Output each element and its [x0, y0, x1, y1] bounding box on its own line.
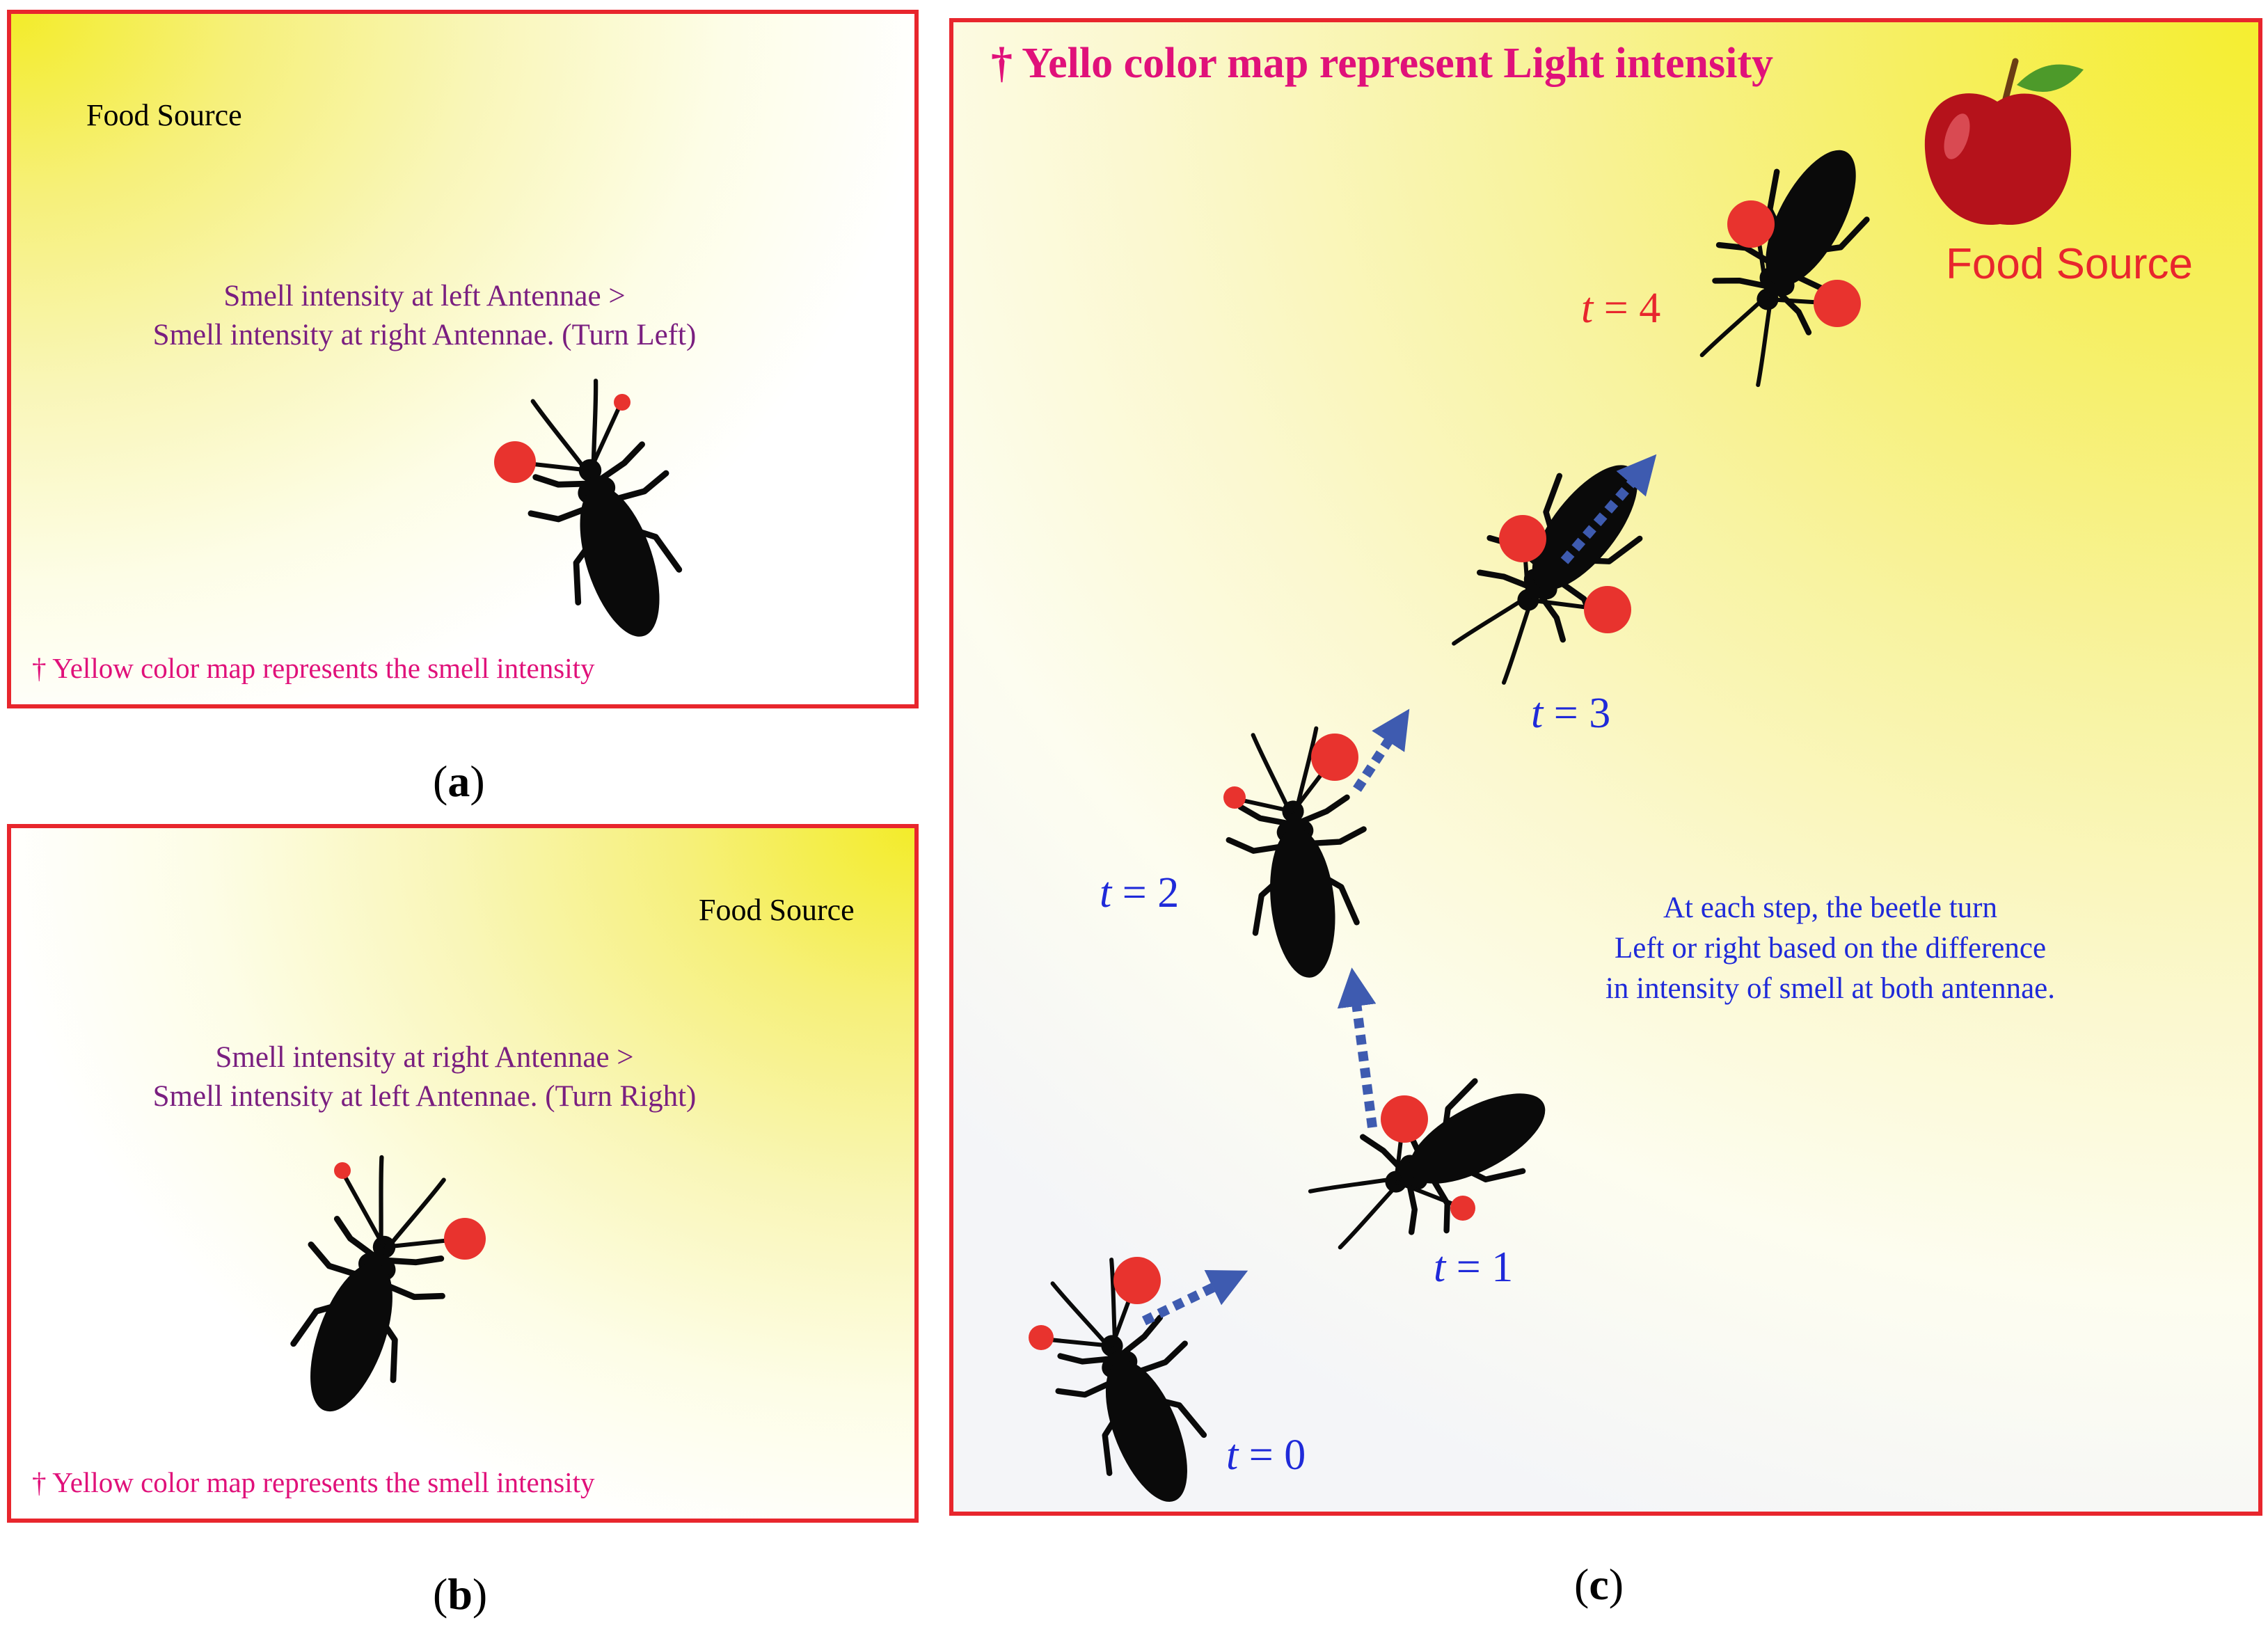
food-source-label-a: Food Source	[86, 98, 242, 132]
beetle-icon	[498, 369, 712, 657]
smell-line-2: Smell intensity at left Antennae. (Turn …	[152, 1080, 697, 1113]
antenna-smell-dot	[614, 394, 631, 411]
antenna-smell-dot	[1113, 1257, 1161, 1304]
antenna-smell-dot	[1450, 1196, 1475, 1221]
colormap-note-a: † Yellow color map represents the smell …	[32, 652, 595, 684]
food-source-label-b: Food Source	[699, 893, 855, 927]
food-source-label-c: Food Source	[1946, 240, 2193, 288]
antenna-smell-dot	[1814, 280, 1861, 327]
dotted-arrow	[1353, 708, 1410, 792]
step-label-t0: t = 0	[1226, 1432, 1306, 1479]
path-arrows	[1141, 454, 1657, 1326]
antenna-link	[1235, 797, 1294, 814]
apple-icon	[1924, 58, 2084, 225]
antenna-smell-dot	[444, 1218, 486, 1260]
step-label-t3: t = 3	[1531, 690, 1611, 737]
antenna-link	[588, 402, 623, 472]
antenna-smell-dot	[1584, 586, 1631, 633]
step-label-t1: t = 1	[1434, 1244, 1514, 1291]
smell-line-1: Smell intensity at left Antennae >	[223, 280, 626, 312]
beetle-icon	[1670, 120, 1905, 402]
antenna-smell-dot	[494, 441, 536, 483]
step-label-t4: t = 4	[1581, 285, 1661, 332]
antenna-link	[1395, 1180, 1461, 1209]
antenna-smell-dot	[1223, 786, 1246, 809]
antenna-link	[1042, 1337, 1113, 1348]
antenna-smell-dot	[1499, 515, 1546, 562]
explain-line-3: in intensity of smell at both antennae.	[1605, 972, 2056, 1005]
colormap-note-b: † Yellow color map represents the smell …	[32, 1466, 595, 1498]
beetle-icon	[260, 1145, 480, 1435]
antenna-smell-dot	[1727, 200, 1775, 248]
caption-a: (a)	[433, 756, 485, 806]
antenna-smell-dot	[334, 1162, 351, 1179]
step-label-t2: t = 2	[1100, 869, 1180, 917]
beetle-icon	[1425, 426, 1684, 704]
antenna-link	[340, 1171, 386, 1249]
smell-line-2: Smell intensity at right Antennae. (Turn…	[152, 319, 697, 351]
smell-line-1: Smell intensity at right Antennae >	[215, 1041, 634, 1074]
panel-b-frame	[7, 824, 919, 1523]
antenna-smell-dot	[1381, 1095, 1428, 1143]
explain-line-2: Left or right based on the difference	[1614, 932, 2047, 965]
explanation-text: At each step, the beetle turn Left or ri…	[1482, 888, 2178, 1009]
caption-b: (b)	[433, 1569, 488, 1619]
explain-line-1: At each step, the beetle turn	[1663, 891, 1997, 924]
panel-a-frame	[7, 10, 919, 708]
antenna-smell-dot	[1311, 734, 1358, 781]
light-intensity-title: † Yello color map represent Light intens…	[991, 40, 1773, 87]
smell-comparison-a: Smell intensity at left Antennae > Smell…	[7, 277, 842, 355]
panel-c-frame	[949, 18, 2262, 1516]
dotted-arrow	[1560, 454, 1657, 564]
smell-comparison-b: Smell intensity at right Antennae > Smel…	[7, 1038, 842, 1116]
caption-c: (c)	[1574, 1560, 1624, 1609]
antenna-smell-dot	[1029, 1325, 1054, 1350]
dotted-arrow	[1337, 967, 1377, 1128]
